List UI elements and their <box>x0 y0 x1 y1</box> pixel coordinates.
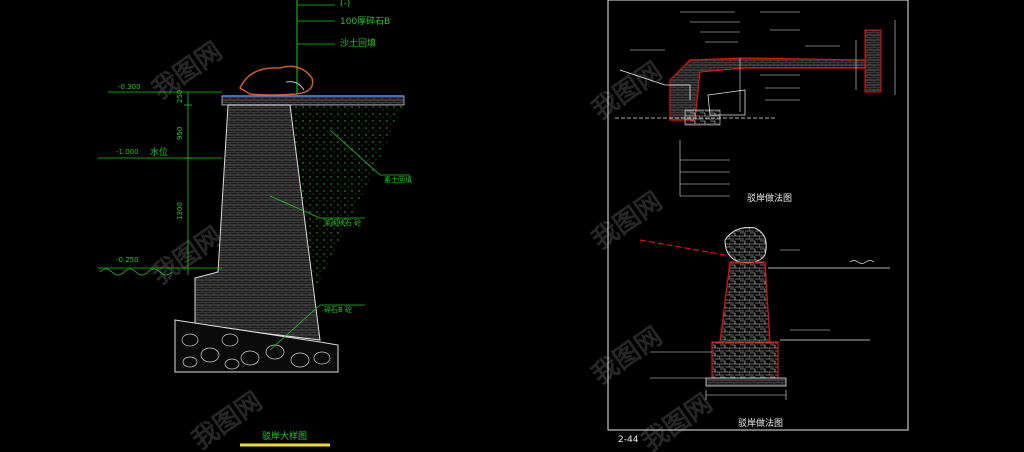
soil-backfill <box>290 105 404 290</box>
label-water: 水位 <box>150 146 168 158</box>
watermark: 我图网 <box>587 186 668 255</box>
watermark: 我图网 <box>587 321 668 390</box>
bottom-detail-title: 驳岸做法图 <box>738 417 783 429</box>
right-detail-sheet: 2-44 <box>607 0 909 445</box>
note-soil: 素土回填 <box>384 175 412 184</box>
top-detail-title: 驳岸做法图 <box>747 192 792 204</box>
elevation-top: -0.300 <box>118 83 141 91</box>
elevation-bottom: -0.250 <box>116 256 139 264</box>
left-drawing-title: 驳岸大样图 <box>262 430 307 442</box>
bottom-detail: 驳岸做法图 <box>639 227 890 429</box>
dimension-top: 250 <box>176 90 184 103</box>
left-retaining-wall-section: (-) 100厚碎石B 沙土回填 -0.300 -1.000 <box>98 0 412 447</box>
elevation-water: -1.000 <box>116 148 139 156</box>
label-top-partial: (-) <box>340 0 350 9</box>
rock-shape <box>239 65 314 96</box>
top-detail: 驳岸做法图 <box>615 11 896 204</box>
sheet-border <box>607 0 909 431</box>
watermark: 我图网 <box>147 36 228 105</box>
dimension-low: 1300 <box>176 202 184 220</box>
paving-slab <box>221 95 405 106</box>
label-stone-b: 100厚碎石B <box>340 15 390 27</box>
watermark: 我图网 <box>587 56 668 125</box>
page-number: 2-44 <box>618 435 639 445</box>
gravel-base <box>174 319 339 373</box>
watermark: 我图网 <box>187 386 268 452</box>
note-wall: 浆砌块石 砼 <box>324 218 361 227</box>
dimension-mid: 950 <box>176 127 184 140</box>
note-base: 碎石B 砼 <box>324 305 352 314</box>
label-backfill-top: 沙土回填 <box>340 37 376 49</box>
